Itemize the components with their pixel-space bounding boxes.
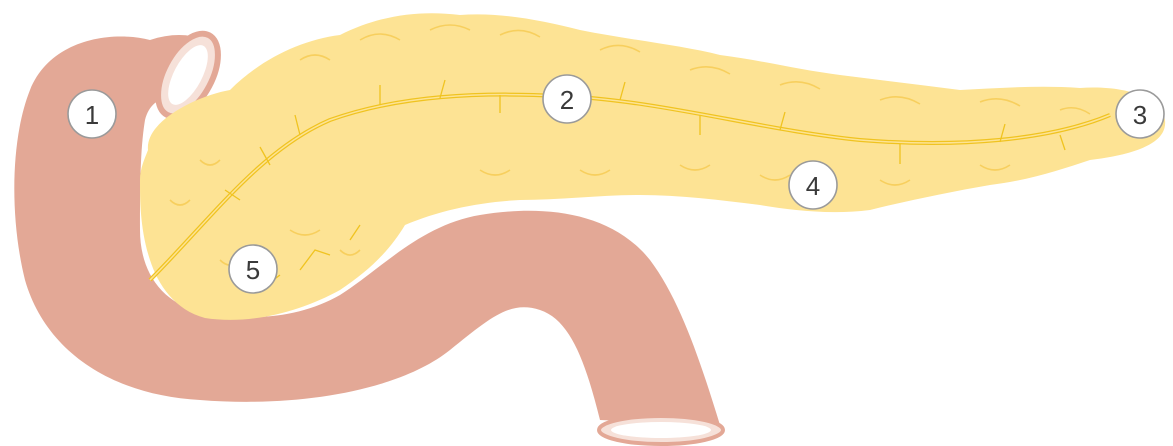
marker-5: 5: [229, 245, 277, 293]
marker-3-label: 3: [1133, 100, 1147, 130]
marker-2-label: 2: [560, 85, 574, 115]
marker-1-label: 1: [85, 100, 99, 130]
marker-3: 3: [1116, 90, 1164, 138]
marker-5-label: 5: [246, 255, 260, 285]
marker-2: 2: [543, 75, 591, 123]
marker-4: 4: [789, 161, 837, 209]
marker-1: 1: [68, 90, 116, 138]
marker-4-label: 4: [806, 171, 820, 201]
